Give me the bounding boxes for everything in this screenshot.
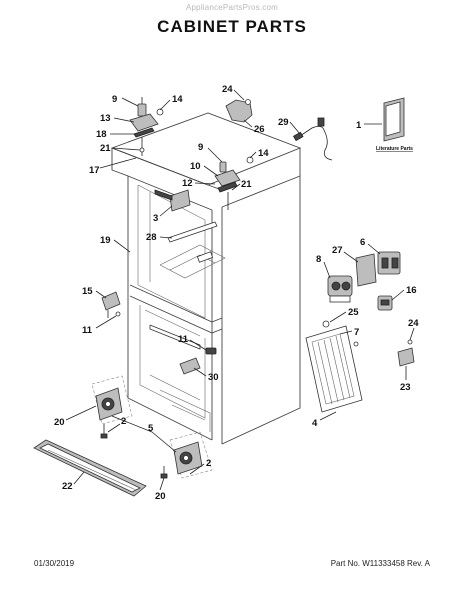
callout-15: 15: [82, 286, 93, 297]
callout-3: 3: [153, 213, 158, 224]
watermark: AppliancePartsPros.com: [186, 3, 278, 12]
callout-11-center: 11: [178, 334, 189, 345]
callout-17: 17: [89, 165, 100, 176]
leader-lines: [65, 89, 415, 491]
part-25-screw: [322, 320, 330, 328]
part-1-literature: [383, 97, 405, 142]
callout-19: 19: [100, 235, 111, 246]
callout-16: 16: [406, 285, 417, 296]
revision-date: 01/30/2019: [34, 559, 75, 568]
callout-18: 18: [96, 129, 107, 140]
callout-20: 20: [54, 417, 65, 428]
callout-29: 29: [278, 117, 289, 128]
callout-labels: 9 14 13 18 21 17 24 26 29 1 Literature P…: [54, 84, 419, 502]
callout-13: 13: [100, 113, 111, 124]
left-roller-assembly: [91, 375, 133, 439]
part-29-wire-harness: [292, 117, 333, 161]
callout-9-center: 9: [198, 142, 203, 153]
part-8-water-valve: [327, 275, 353, 303]
callout-28: 28: [146, 232, 157, 243]
callout-26: 26: [254, 124, 265, 135]
callout-7: 7: [354, 327, 359, 338]
refrigerator-cabinet: [110, 112, 302, 445]
callout-9: 9: [112, 94, 117, 105]
callout-14: 14: [172, 94, 183, 105]
part-7-rear-grille: [305, 325, 363, 413]
callout-11: 11: [82, 325, 93, 336]
part-27-bracket: [355, 253, 377, 287]
callout-8: 8: [316, 254, 321, 265]
callout-20-right: 20: [155, 491, 166, 502]
page-title: CABINET PARTS: [157, 17, 307, 36]
callout-23: 23: [400, 382, 411, 393]
callout-2: 2: [121, 416, 126, 427]
upper-left-hinge: [129, 97, 164, 156]
right-roller-assembly: [160, 431, 213, 479]
callout-2-right: 2: [206, 458, 211, 469]
callout-27: 27: [332, 245, 343, 256]
callout-5: 5: [148, 423, 154, 434]
callout-14-center: 14: [258, 148, 269, 159]
part-6-valve: [377, 251, 401, 275]
part-22-toe-grille: [33, 439, 147, 497]
part-16-clip: [377, 295, 393, 311]
part-15-lower-hinge: [101, 291, 121, 318]
callout-21: 21: [100, 143, 111, 154]
callout-30: 30: [208, 372, 219, 383]
callout-1: 1: [356, 120, 362, 131]
part-number: Part No. W11333458 Rev. A: [330, 559, 430, 568]
callout-6: 6: [360, 237, 365, 248]
part-24-23-bracket: [397, 339, 415, 367]
callout-24: 24: [222, 84, 233, 95]
part-3-bracket: [154, 189, 191, 212]
callout-10: 10: [190, 161, 201, 172]
callout-24-right: 24: [408, 318, 419, 329]
callout-12: 12: [182, 178, 193, 189]
callout-4: 4: [312, 418, 318, 429]
callout-21-center: 21: [241, 179, 252, 190]
callout-22: 22: [62, 481, 73, 492]
literature-parts-label: Literature Parts: [376, 146, 413, 152]
part-30-freezer-hinge: [179, 347, 217, 375]
callout-25: 25: [348, 307, 359, 318]
part-26-hinge-cover: [225, 99, 253, 123]
